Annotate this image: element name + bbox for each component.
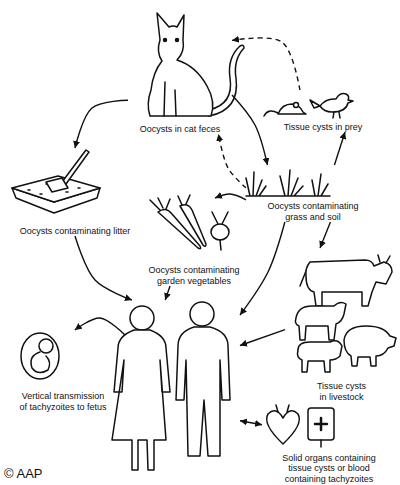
heart-drawing	[267, 405, 300, 444]
transmission-arrow	[240, 421, 262, 425]
mouse-drawing	[264, 111, 278, 116]
bird-drawing	[310, 94, 353, 118]
heart-drawing	[267, 411, 300, 444]
transmission-arrow	[218, 134, 246, 188]
grass-drawing	[246, 170, 330, 196]
cat-node: Oocysts in cat feces	[128, 4, 232, 134]
man-drawing	[190, 302, 214, 326]
litter-box-drawing	[12, 150, 100, 213]
heart-drawing	[276, 405, 289, 412]
node-label: Tissue cysts in prey	[284, 122, 363, 132]
vegetables-drawing	[150, 195, 229, 250]
blood-bag-drawing	[320, 440, 322, 447]
transmission-arrow	[232, 38, 300, 90]
organs-blood-node: Solid organs containing tissue cysts or …	[262, 404, 396, 484]
transmission-arrow	[240, 222, 285, 315]
blood-bag-drawing	[308, 408, 334, 440]
vegetables-drawing	[212, 212, 228, 250]
litter-box-drawing	[12, 176, 100, 202]
mouse-drawing	[294, 103, 299, 108]
transmission-arrow	[75, 236, 132, 300]
line-art	[12, 13, 396, 470]
node-label: Solid organs containing tissue cysts or …	[279, 453, 379, 484]
fetus-drawing	[31, 352, 50, 373]
livestock-drawing	[306, 260, 392, 306]
node-label: Oocysts in cat feces	[140, 124, 221, 134]
humans-node	[125, 300, 240, 475]
litter-box-drawing	[62, 150, 89, 184]
vegetables-drawing	[180, 205, 206, 247]
man-drawing	[176, 327, 230, 456]
woman-drawing	[130, 306, 154, 330]
litter-box-drawing	[46, 178, 68, 192]
transmission-arrow	[334, 132, 345, 165]
node-label: Tissue cysts in livestock	[314, 381, 370, 402]
grass-drawing	[246, 170, 330, 196]
transmission-arrow	[75, 318, 125, 335]
livestock-node: Tissue cysts in livestock	[285, 248, 398, 402]
livestock-drawing	[295, 255, 396, 372]
cat-drawing	[164, 82, 176, 116]
vegetables-drawing	[211, 224, 229, 240]
prey-node: Tissue cysts in prey	[268, 90, 378, 132]
cat-drawing	[164, 39, 167, 42]
node-label: Vertical transmission of tachyzoites to …	[18, 391, 109, 412]
bird-drawing	[320, 94, 353, 112]
mouse-drawing	[264, 103, 306, 117]
cat-drawing	[148, 13, 213, 116]
node-label: Oocysts contaminating litter	[20, 226, 131, 236]
cat-drawing	[176, 39, 179, 42]
transmission-arrow	[75, 100, 128, 148]
man-drawing	[176, 302, 230, 456]
transmission-arrow	[215, 194, 246, 200]
blood-bag-drawing	[308, 408, 334, 447]
vegetables-drawing	[178, 195, 190, 205]
mouse-drawing	[278, 104, 306, 114]
transmission-arrow	[240, 330, 285, 346]
livestock-drawing	[298, 341, 343, 372]
livestock-drawing	[295, 302, 346, 340]
litter-node: Oocysts contaminating litter	[5, 148, 145, 236]
vegetables-drawing	[150, 198, 170, 210]
woman-drawing	[112, 306, 170, 470]
grass-soil-node: Oocysts contaminating grass and soil	[246, 165, 380, 222]
woman-drawing	[112, 330, 170, 470]
fetus-node: Vertical transmission of tachyzoites to …	[4, 330, 122, 412]
blood-bag-drawing	[315, 418, 327, 430]
fetus-drawing	[21, 333, 59, 379]
node-label: Oocysts contaminating garden vegetables	[146, 265, 242, 286]
transmission-arrow	[320, 222, 330, 248]
transmission-arrow	[165, 286, 170, 300]
cat-drawing	[148, 13, 244, 116]
transmission-arrow	[232, 95, 267, 165]
livestock-drawing	[344, 326, 396, 366]
bird-drawing	[310, 100, 320, 108]
fetus-drawing	[39, 339, 53, 353]
vegetables-node: Oocysts contaminating garden vegetables	[146, 198, 242, 286]
bird-drawing	[333, 112, 340, 118]
livestock-drawing	[378, 255, 390, 263]
node-label: Oocysts contaminating grass and soil	[261, 201, 365, 222]
fetus-drawing	[21, 333, 59, 379]
cat-drawing	[209, 45, 244, 116]
copyright-label: © AAP	[4, 466, 43, 481]
